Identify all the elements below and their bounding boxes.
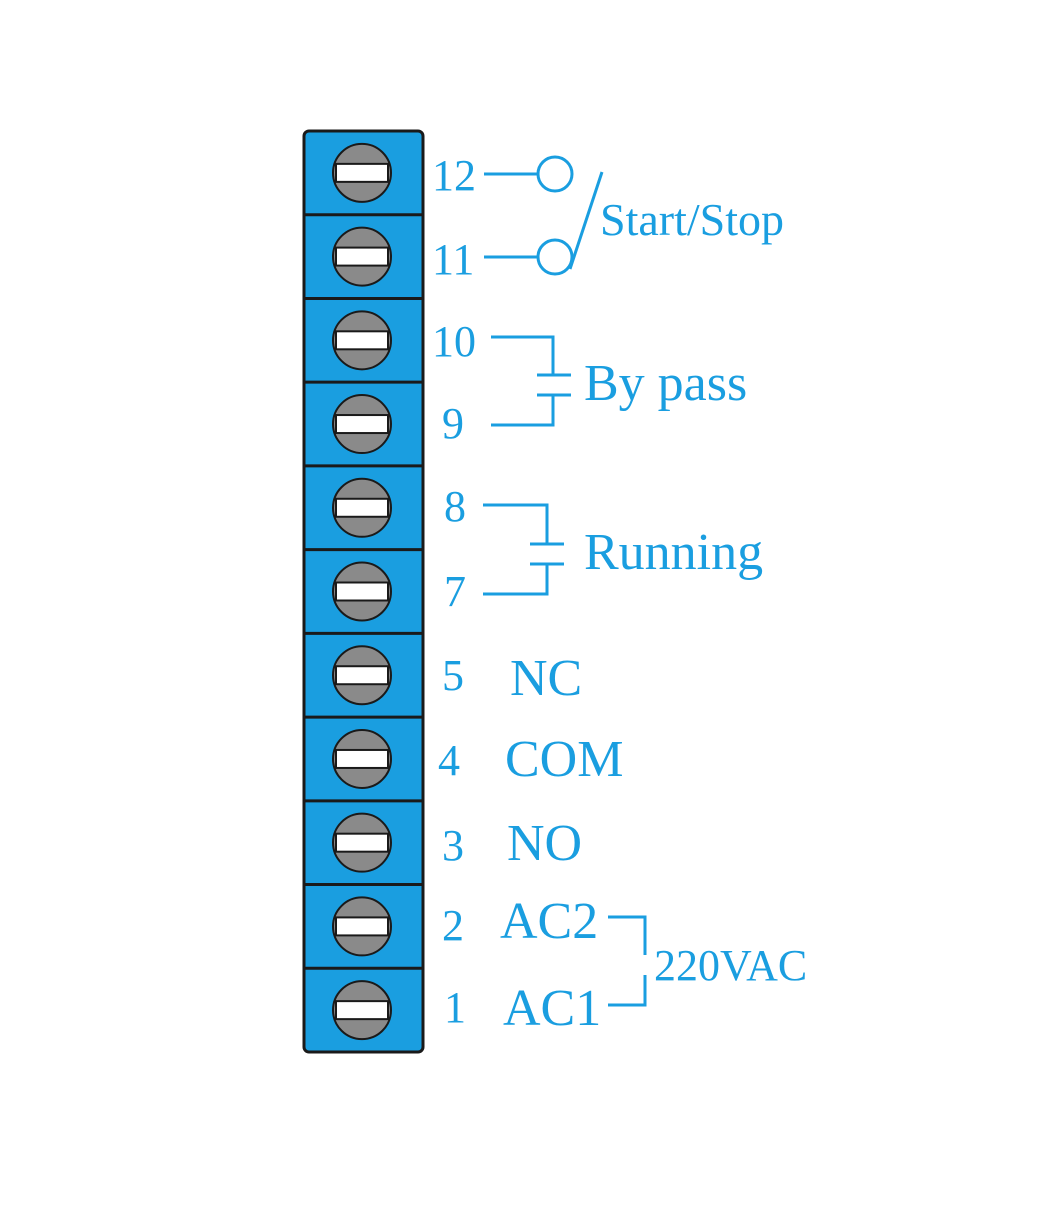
screw-slot: [335, 497, 389, 518]
screw-slot: [335, 246, 389, 267]
screw-slot: [335, 1000, 389, 1021]
terminal-label-ac2: AC2: [500, 893, 598, 950]
terminal-label-no: NO: [507, 815, 582, 872]
terminal-number-10: 10: [432, 317, 476, 366]
running-contact-symbol: [483, 503, 564, 596]
screw-slot: [335, 748, 389, 769]
terminal-screw-3: [332, 812, 392, 873]
terminal-label-ac1: AC1: [503, 980, 601, 1037]
terminal-screw-1: [332, 980, 392, 1041]
terminal-screw-7: [332, 561, 392, 622]
supply-voltage-label: 220VAC: [654, 941, 807, 990]
screw-slot: [335, 581, 389, 602]
screw-slot: [335, 665, 389, 686]
terminal-number-11: 11: [432, 235, 474, 284]
terminal-screw-10: [332, 310, 392, 371]
terminal-number-9: 9: [442, 399, 464, 448]
screw-slot: [335, 832, 389, 853]
terminal-number-7: 7: [444, 567, 466, 616]
screw-slot: [335, 330, 389, 351]
terminal-screw-5: [332, 645, 392, 706]
terminal-screw-2: [332, 896, 392, 957]
terminal-number-12: 12: [432, 151, 476, 200]
terminal-screw-11: [332, 226, 392, 287]
screw-slot: [335, 162, 389, 183]
start-stop-label: Start/Stop: [600, 194, 784, 245]
bypass-contact-symbol: [491, 335, 571, 427]
start-stop-switch-symbol: [484, 155, 604, 276]
terminal-number-8: 8: [444, 482, 466, 531]
terminal-block: [302, 129, 425, 1054]
terminal-screw-9: [332, 394, 392, 455]
terminal-number-4: 4: [438, 736, 460, 785]
bypass-label: By pass: [584, 355, 747, 412]
terminal-label-com: COM: [505, 731, 623, 788]
terminal-label-nc: NC: [510, 650, 582, 707]
terminal-screw-12: [332, 142, 392, 203]
running-label: Running: [584, 524, 763, 581]
supply-bracket-symbol: [608, 915, 647, 1007]
terminal-number-5: 5: [442, 651, 464, 700]
terminal-screw-4: [332, 728, 392, 789]
terminal-number-2: 2: [442, 901, 464, 950]
screw-slot: [335, 414, 389, 435]
terminal-number-3: 3: [442, 821, 464, 870]
terminal-screw-8: [332, 477, 392, 538]
screw-slot: [335, 916, 389, 937]
terminal-number-1: 1: [444, 983, 466, 1032]
